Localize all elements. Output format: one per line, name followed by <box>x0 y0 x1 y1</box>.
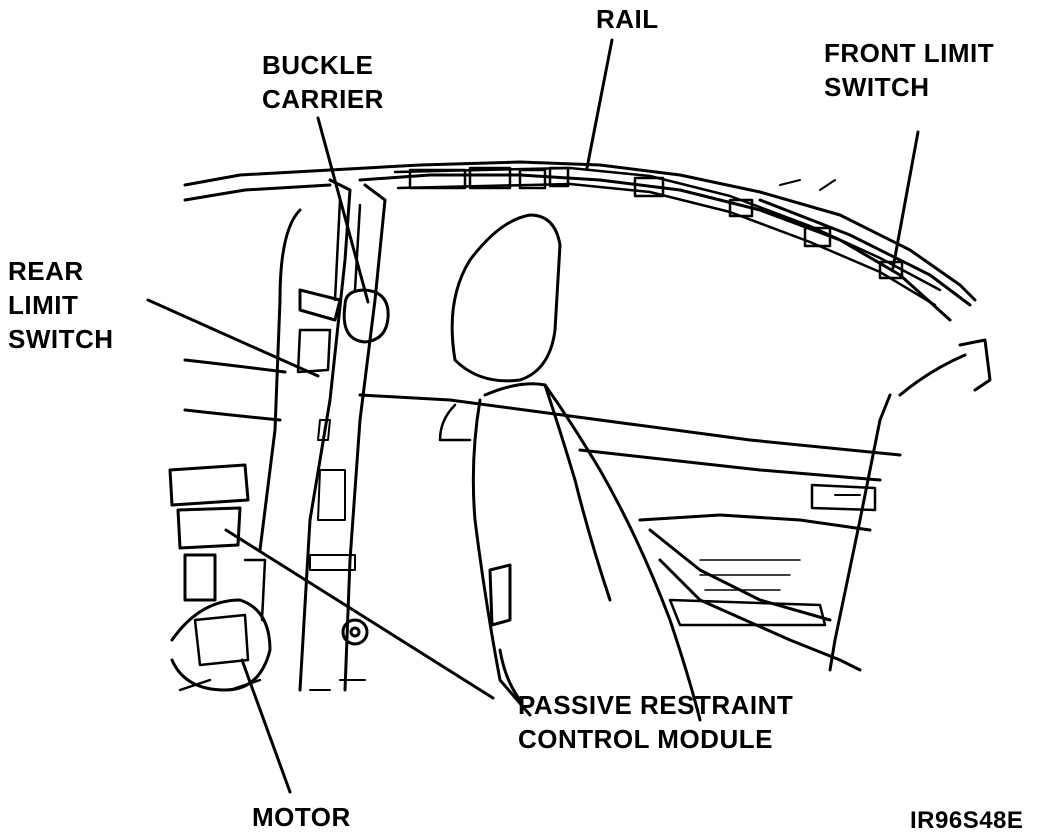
control-module-label-line-1: PASSIVE RESTRAINT <box>518 690 794 720</box>
rail-leader <box>585 38 614 170</box>
rear-limit-switch-leader <box>146 298 320 378</box>
motor-assembly <box>168 463 272 692</box>
rear-limit-switch-label: REAR LIMIT SWITCH <box>8 254 114 356</box>
figure-id: IR96S48E <box>910 804 1023 838</box>
figure-id-text: IR96S48E <box>910 807 1024 834</box>
roof-frame <box>183 160 977 322</box>
leader-lines <box>146 38 920 794</box>
buckle-carrier-label-line-2: CARRIER <box>262 84 384 114</box>
front-limit-switch-label-line-1: FRONT LIMIT <box>824 38 995 68</box>
front-limit-switch-label: FRONT LIMIT SWITCH <box>824 36 994 104</box>
front-limit-switch-leader <box>891 130 920 270</box>
b-pillar <box>183 178 387 692</box>
buckle-carrier-label-line-1: BUCKLE <box>262 50 374 80</box>
control-module-label: PASSIVE RESTRAINT CONTROL MODULE <box>518 688 793 756</box>
motor-label: MOTOR <box>252 800 351 834</box>
buckle-carrier-leader <box>316 116 370 304</box>
front-limit-switch-label-line-2: SWITCH <box>824 72 930 102</box>
control-module-leader <box>224 528 495 700</box>
rail-label-text: RAIL <box>596 4 659 34</box>
buckle-carrier-label: BUCKLE CARRIER <box>262 48 384 116</box>
rear-limit-switch-label-line-2: LIMIT <box>8 290 79 320</box>
buckle-carrier <box>296 198 390 374</box>
rear-limit-switch-label-line-1: REAR <box>8 256 84 286</box>
control-module-label-line-2: CONTROL MODULE <box>518 724 773 754</box>
rear-limit-switch-label-line-3: SWITCH <box>8 324 114 354</box>
door-panel <box>358 393 902 672</box>
rail-track <box>393 166 942 307</box>
a-pillar <box>828 338 992 672</box>
front-seat <box>438 213 702 722</box>
motor-leader <box>240 658 292 794</box>
rail-label: RAIL <box>596 2 659 36</box>
motor-label-text: MOTOR <box>252 802 351 832</box>
